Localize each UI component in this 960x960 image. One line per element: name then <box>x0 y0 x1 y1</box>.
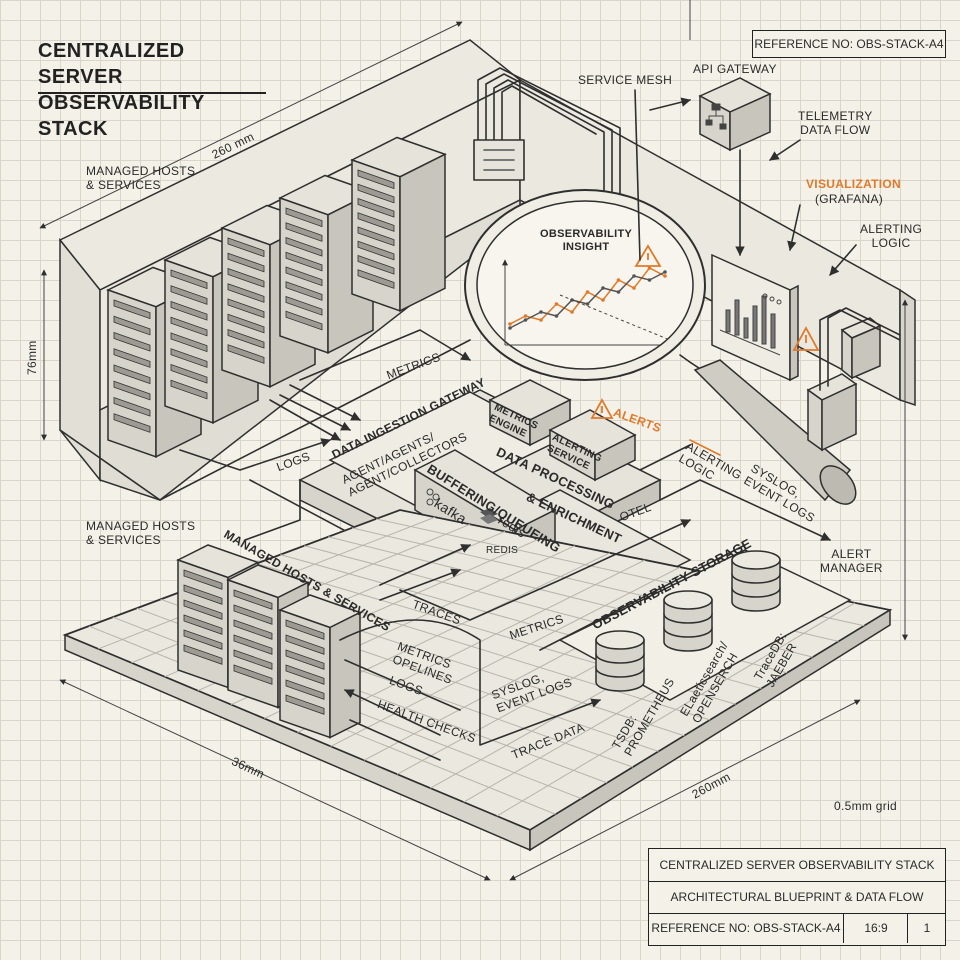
title-block-reference: REFERENCE NO: OBS-STACK-A4 <box>649 913 844 943</box>
insight-point <box>554 314 559 318</box>
title-line-1: CENTRALIZED SERVER <box>38 40 185 88</box>
title-block-row-1: CENTRALIZED SERVER OBSERVABILITY STACK <box>649 849 945 882</box>
title-block-row-2: ARCHITECTURAL BLUEPRINT & DATA FLOW <box>649 881 945 914</box>
metrics-engine-box <box>488 379 572 447</box>
insight-point <box>539 318 543 322</box>
label-alert-manager: ALERT MANAGER <box>820 547 883 576</box>
label-line: ALERT <box>831 547 872 561</box>
kafka-icon <box>426 488 440 506</box>
title-block-row-3: REFERENCE NO: OBS-STACK-A4 16:9 1 <box>649 913 945 943</box>
title-block: CENTRALIZED SERVER OBSERVABILITY STACK A… <box>648 848 946 946</box>
magnifier-icon <box>464 189 857 505</box>
label-alerting-logic-top: ALERTING LOGIC <box>860 222 923 251</box>
alert-manager-box <box>689 0 901 452</box>
database-icon <box>663 590 713 652</box>
insight-point <box>647 266 652 270</box>
insight-point <box>601 286 605 290</box>
label-line: MANAGER <box>820 560 883 575</box>
label-telemetry: TELEMETRY DATA FLOW <box>798 109 873 138</box>
label-observability-insight: OBSERVABILITY INSIGHT <box>540 228 632 253</box>
bar-chart-icon <box>719 293 782 356</box>
warning-icon <box>634 244 662 267</box>
label-line: MANAGED HOSTS <box>86 164 196 178</box>
conduit-pipes <box>473 67 621 221</box>
label-line: ALERTING <box>860 222 923 236</box>
alerting-service-box <box>548 409 637 482</box>
database-group <box>595 550 781 692</box>
telemetry-flow <box>634 89 857 276</box>
label-service-mesh: SERVICE MESH <box>578 73 673 87</box>
visualization-panel <box>711 253 820 382</box>
label-line: MANAGED HOSTS <box>86 519 196 533</box>
warning-icon <box>590 398 614 419</box>
floor-flows <box>244 439 831 761</box>
insight-point <box>554 302 559 306</box>
insight-point <box>632 274 636 278</box>
label-line: LOGIC <box>871 235 911 250</box>
server-rack-icon <box>350 136 447 313</box>
label-grafana: (GRAFANA) <box>815 192 884 206</box>
insight-point <box>570 310 574 314</box>
insight-point <box>585 302 590 306</box>
dimension-lines <box>39 21 908 881</box>
label-line: INSIGHT <box>562 240 610 253</box>
insight-point <box>647 278 652 282</box>
api-gateway-box <box>698 77 772 152</box>
network-icon <box>705 103 727 130</box>
redis-icon <box>480 508 498 524</box>
title-underline <box>38 92 266 94</box>
label-managed-hosts-left: MANAGED HOSTS & SERVICES <box>86 519 196 548</box>
title-line-2: OBSERVABILITY STACK <box>38 92 205 140</box>
insight-point <box>508 322 512 326</box>
label-api-gateway: API GATEWAY <box>693 62 777 76</box>
label-visualization: VISUALIZATION <box>806 177 902 191</box>
insight-point <box>508 326 512 330</box>
label-managed-hosts-top: MANAGED HOSTS & SERVICES <box>86 164 196 193</box>
insight-point <box>632 286 636 290</box>
server-rack-icon <box>278 594 362 739</box>
page-title: CENTRALIZED SERVER OBSERVABILITY STACK <box>38 38 266 140</box>
grid-note: 0.5mm grid <box>834 799 898 813</box>
insight-point <box>601 298 605 302</box>
title-block-sheet: 1 <box>923 921 931 935</box>
database-icon <box>595 630 645 692</box>
reference-number-top: REFERENCE NO: OBS-STACK-A4 <box>752 30 946 58</box>
insight-point <box>616 278 621 282</box>
label-line: & SERVICES <box>86 532 161 547</box>
label-redis-caption: REDIS <box>486 545 519 556</box>
insight-point <box>663 270 667 274</box>
insight-point <box>585 290 590 294</box>
insight-point <box>523 318 528 322</box>
database-icon <box>731 550 781 612</box>
dimension-left-wall: 76mm <box>25 340 39 375</box>
title-block-ratio: 16:9 <box>845 913 908 943</box>
insight-point <box>523 314 528 318</box>
warning-icon <box>792 326 820 351</box>
label-line: DATA FLOW <box>800 122 871 137</box>
insight-point <box>616 290 621 294</box>
insight-chart <box>508 266 667 330</box>
label-line: TELEMETRY <box>798 109 873 123</box>
label-line: & SERVICES <box>86 177 161 192</box>
server-rack-row-floor <box>176 544 362 739</box>
insight-point <box>539 310 543 314</box>
server-rack-row-top <box>106 136 447 459</box>
insight-point <box>663 274 667 278</box>
label-line: OBSERVABILITY <box>540 228 633 240</box>
